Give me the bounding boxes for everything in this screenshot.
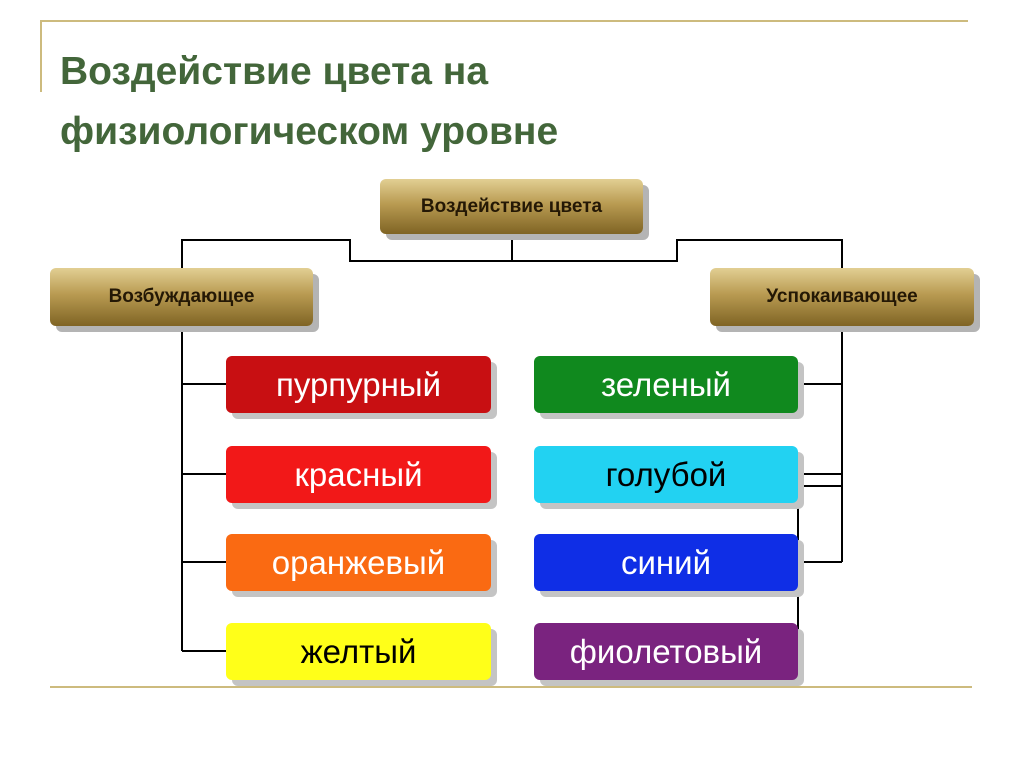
root-node-label: Воздействие цвета [420, 195, 603, 217]
bottom-rule [50, 686, 972, 688]
root-node: Воздействие цвета [380, 179, 643, 234]
color-box-yellow: желтый [226, 623, 491, 680]
color-label: синий [620, 543, 712, 581]
color-label: желтый [300, 632, 417, 670]
connector-root-calming [512, 239, 843, 268]
category-calming-label: Успокаивающее [766, 286, 918, 307]
color-box-red: красный [226, 446, 491, 503]
color-box-green: зеленый [534, 356, 798, 413]
slide-title: Воздействие цвета на физиологическом уро… [60, 50, 559, 153]
category-calming: Успокаивающее [710, 268, 974, 326]
color-label: голубой [605, 455, 727, 493]
color-box-lightblue: голубой [534, 446, 798, 503]
left-rule [40, 20, 42, 92]
connector-to-violet [797, 485, 842, 651]
color-label: красный [294, 455, 423, 493]
color-box-violet: фиолетовый [534, 623, 798, 680]
color-box-purple: пурпурный [226, 356, 491, 413]
connector-root-stimulating [181, 234, 513, 268]
color-label: зеленый [600, 365, 731, 403]
category-stimulating-label: Возбуждающее [108, 286, 255, 307]
color-label: пурпурный [275, 365, 442, 403]
color-box-orange: оранжевый [226, 534, 491, 591]
category-stimulating: Возбуждающее [50, 268, 313, 326]
color-box-blue: синий [534, 534, 798, 591]
color-label: оранжевый [271, 543, 446, 581]
color-label: фиолетовый [569, 632, 763, 670]
top-rule [40, 20, 968, 22]
